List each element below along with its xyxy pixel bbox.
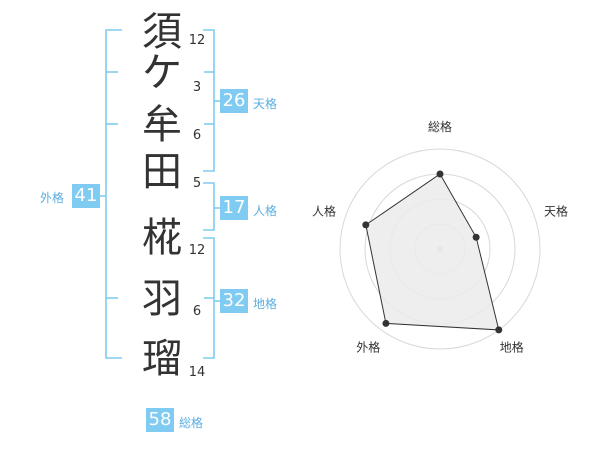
radar-point-2: [495, 326, 503, 334]
name-char-2: ケ: [142, 50, 182, 96]
radar-point-4: [362, 221, 370, 229]
stroke-count-2: 3: [192, 80, 202, 95]
name-char-4: 田: [142, 149, 182, 195]
name-char-3: 牟: [142, 102, 182, 148]
jinkaku-bracket: [203, 182, 215, 231]
radar-data-points: [362, 170, 503, 334]
radar-axis-label-4: 人格: [312, 203, 336, 218]
radar-point-1: [472, 233, 480, 241]
soukaku-value: 58: [146, 408, 174, 432]
gaikaku-bracket: [105, 29, 122, 359]
name-char-1: 須: [142, 9, 182, 55]
gaikaku-label: 外格: [40, 191, 65, 205]
jinkaku-label: 人格: [253, 204, 278, 218]
radar-point-0: [436, 170, 444, 178]
name-char-5: 椛: [142, 215, 182, 261]
name-char-6: 羽: [142, 276, 182, 322]
radar-axis-label-0: 総格: [428, 119, 452, 134]
stroke-count-7: 14: [188, 365, 206, 380]
radar-axis-label-3: 外格: [356, 340, 380, 355]
radar-axis-label-2: 地格: [500, 340, 524, 355]
chikaku-value: 32: [220, 289, 248, 313]
name-char-7: 瑠: [142, 336, 182, 382]
radar-axis-label-1: 天格: [544, 203, 568, 218]
stroke-count-6: 6: [192, 304, 202, 319]
tenkaku-bracket: [203, 29, 215, 172]
tenkaku-label: 天格: [253, 97, 278, 111]
tenkaku-value: 26: [220, 89, 248, 113]
stroke-count-4: 5: [192, 176, 202, 191]
gaikaku-value: 41: [72, 184, 100, 208]
radar-point-3: [382, 319, 390, 327]
radar-ring-4: [339, 148, 541, 350]
radar-data-polygon: [365, 173, 500, 331]
stroke-count-5: 12: [188, 243, 206, 258]
soukaku-label: 総格: [179, 416, 204, 430]
jinkaku-value: 17: [220, 196, 248, 220]
stroke-count-3: 6: [192, 128, 202, 143]
stroke-count-1: 12: [188, 33, 206, 48]
chikaku-label: 地格: [253, 297, 278, 311]
